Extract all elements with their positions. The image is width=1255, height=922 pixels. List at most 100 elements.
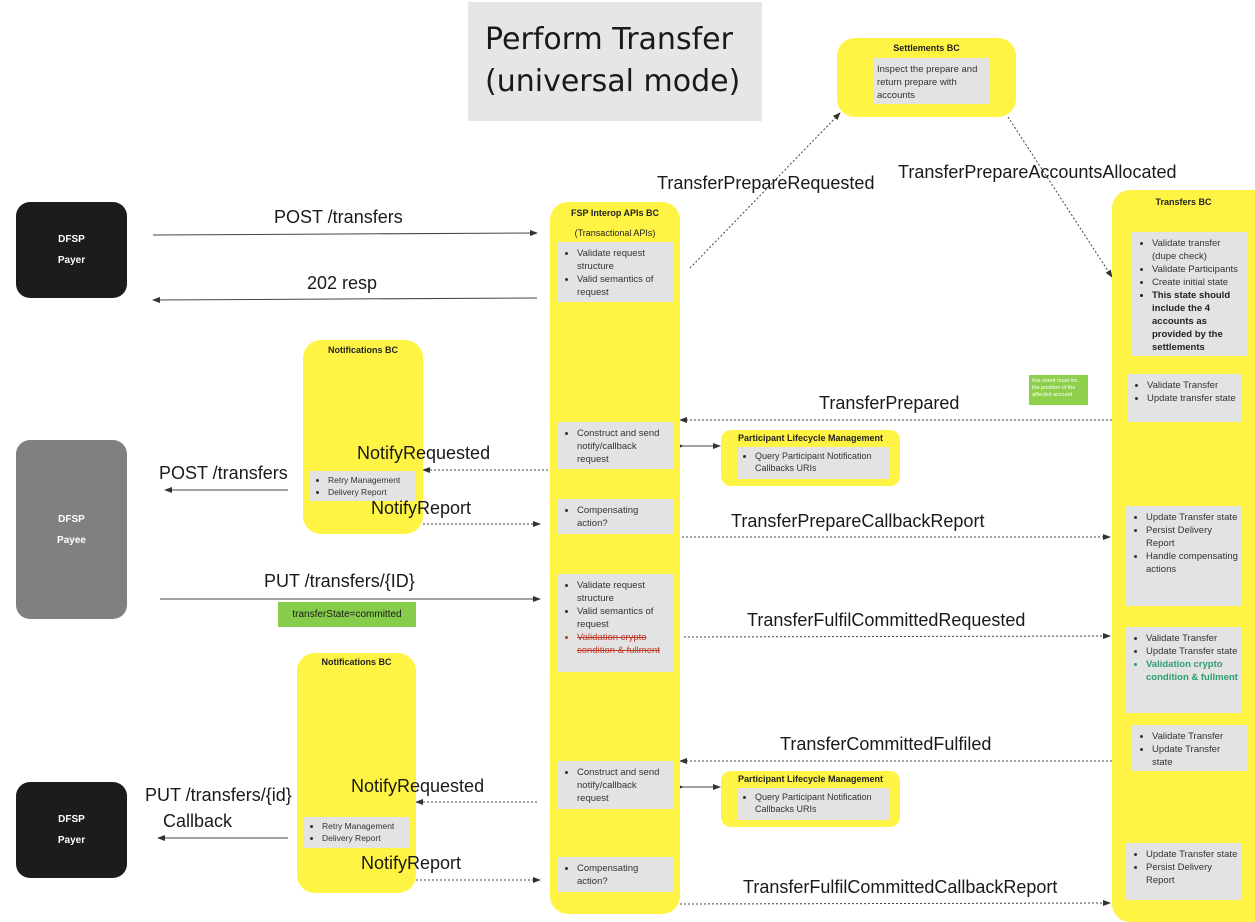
label-transfer-prepare-requested: TransferPrepareRequested [657,173,875,193]
list-item: Valid semantics of request [577,273,669,299]
label-put-transfers-id-lower: PUT /transfers/{id} [145,785,292,805]
list-item: Validate Transfer [1152,730,1243,743]
label-notify-requested-1: NotifyRequested [357,443,491,463]
arrow-transfer-fulfil-committed-requested [683,633,1111,640]
plm-top: Participant Lifecycle Management Query P… [721,430,900,486]
diagram-title-line2: (universal mode) [485,64,741,99]
list-item: Delivery Report [328,486,411,498]
label-transfer-fulfil-committed-requested: TransferFulfilCommittedRequested [747,610,1026,630]
fsp-box-construct-1: Construct and send notify/callback reque… [557,422,673,469]
list-item: Construct and send notify/callback reque… [577,427,669,466]
list-item: Persist Delivery Report [1146,524,1238,550]
settlements-bc: Settlements BC Inspect the prepare and r… [837,38,1016,117]
list-item: Update Transfer state [1146,645,1238,658]
plm-box: Query Participant Notification Callbacks… [737,788,890,820]
list-item: Update Transfer state [1152,743,1243,769]
label-transfer-prepare-callback-report: TransferPrepareCallbackReport [731,511,985,531]
transfers-bc: Transfers BC Validate transfer (dupe che… [1112,190,1255,922]
fsp-box-construct-2: Construct and send notify/callback reque… [557,761,673,809]
fsp-interop-title: FSP Interop APIs BC [570,208,659,218]
label-notify-report-2: NotifyReport [361,853,462,873]
arrow-202-resp [152,296,538,303]
actor-dfsp-payee: DFSP Payee [16,440,127,619]
list-item: Validate request structure [577,579,669,605]
plm-bottom: Participant Lifecycle Management Query P… [721,771,900,827]
arrow-post-transfers [152,230,538,237]
notifications-box: Retry Management Delivery Report [304,817,409,848]
label-notify-requested-2: NotifyRequested [351,776,485,796]
fsp-box-compensating-2: Compensating action? [557,857,673,892]
list-item: Create initial state [1152,276,1243,289]
label-transfer-prepare-accounts-allocated: TransferPrepareAccountsAllocated [898,162,1177,182]
notifications-title: Notifications BC [321,657,392,667]
actor-role: Payer [57,835,86,846]
settlements-bc-desc: Inspect the prepare and return prepare w… [873,58,990,104]
plm-title: Participant Lifecycle Management [737,774,884,784]
label-put-transfers-id: PUT /transfers/{ID} [264,571,415,591]
actor-role: Payee [57,534,86,546]
transfers-box-callback-report: Update Transfer state Persist Delivery R… [1126,506,1242,606]
label-transfer-fulfil-committed-callback-report: TransferFulfilCommittedCallbackReport [743,877,1058,897]
label-post-transfers: POST /transfers [274,207,403,227]
actor-dfsp-payer-top: DFSP Payer [16,202,127,298]
fsp-interop-apis-bc: FSP Interop APIs BC (Transactional APIs)… [550,202,680,914]
transfers-box-prepared: Validate Transfer Update transfer state [1127,374,1242,422]
fsp-interop-subtitle: (Transactional APIs) [574,228,656,238]
transfers-bc-title: Transfers BC [1155,197,1212,207]
list-item: Compensating action? [577,862,669,888]
label-transfer-prepared: TransferPrepared [819,393,960,413]
plm-box: Query Participant Notification Callbacks… [737,447,890,479]
list-item: Validate transfer (dupe check) [1152,237,1243,263]
list-item: Validate Transfer [1146,632,1238,645]
label-callback: Callback [163,811,233,831]
list-item: Validate request structure [577,247,669,273]
fsp-box-validate-2: Validate request structure Valid semanti… [557,574,673,672]
arrow-transfer-fulfil-committed-callback-report [679,900,1111,907]
label-transfer-committed-fulfiled: TransferCommittedFulfiled [780,734,992,754]
notifications-bc-top: Notifications BC Retry Management Delive… [303,340,423,534]
list-item: Validate Participants [1152,263,1243,276]
fsp-box-validate-1: Validate request structure Valid semanti… [557,242,673,302]
list-item: Valid semantics of request [577,605,669,631]
transfers-box-fulfil: Validate Transfer Update Transfer state … [1126,627,1242,713]
list-item: Validate Transfer [1147,379,1238,392]
arrow-transfer-prepare-accounts-allocated [1007,116,1113,278]
transfers-box-final-report: Update Transfer state Persist Delivery R… [1126,843,1242,900]
settlements-bc-title: Settlements BC [893,43,960,53]
list-item: Query Participant Notification Callbacks… [755,791,886,815]
actor-name: DFSP [58,513,85,525]
fsp-box-compensating-1: Compensating action? [557,499,673,534]
transfers-box-validate: Validate transfer (dupe check) Validate … [1132,232,1247,356]
list-item: Update Transfer state [1146,511,1238,524]
list-item: Handle compensating actions [1146,550,1238,576]
list-item: Retry Management [322,820,405,832]
actor-dfsp-payer-bottom: DFSP Payer [16,782,127,878]
actor-role: Payer [57,255,86,266]
transfer-state-tag: transferState=committed [278,602,416,627]
plm-title: Participant Lifecycle Management [737,433,884,443]
list-item: Retry Management [328,474,411,486]
list-item: Update transfer state [1147,392,1238,405]
list-item: Construct and send notify/callback reque… [577,766,669,805]
notifications-bc-bottom: Notifications BC Retry Management Delive… [297,653,416,893]
actor-name: DFSP [58,234,85,245]
list-item: Update Transfer state [1146,848,1238,861]
diagram-title-box: Perform Transfer (universal mode) [468,2,762,121]
actor-name: DFSP [58,814,85,825]
list-item: Persist Delivery Report [1146,861,1238,887]
notifications-box: Retry Management Delivery Report [310,471,415,501]
label-notify-report-1: NotifyReport [371,498,472,518]
diagram-title-line1: Perform Transfer [485,22,733,57]
label-post-transfers-payee: POST /transfers [159,463,288,483]
list-item: Delivery Report [322,832,405,844]
list-item: Compensating action? [577,504,669,530]
transfers-box-committed: Validate Transfer Update Transfer state [1132,725,1247,771]
list-item-struck: Validation crypto condition & fullment [577,631,669,657]
label-202-resp: 202 resp [307,273,378,293]
list-item-bold: This state should include the 4 accounts… [1152,289,1243,354]
list-item: Query Participant Notification Callbacks… [755,450,886,474]
event-note: this event must inc. the position of the… [1029,375,1088,405]
notifications-title: Notifications BC [327,345,398,355]
list-item-green: Validation crypto condition & fullment [1146,658,1238,684]
